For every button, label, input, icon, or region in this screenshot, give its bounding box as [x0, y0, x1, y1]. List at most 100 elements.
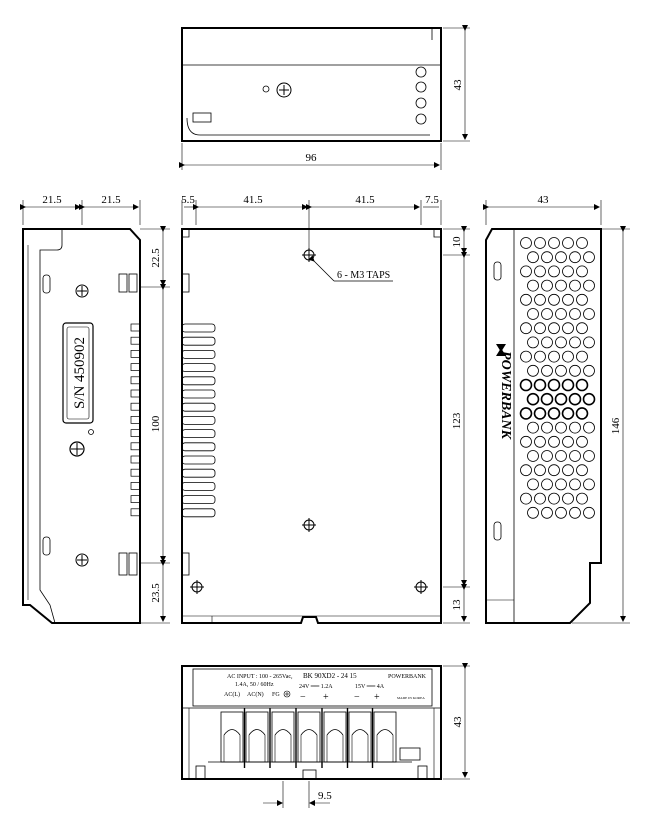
- dim-front-41-5-a: 41.5: [243, 194, 263, 206]
- vent-hole: [576, 435, 588, 448]
- vent-hole: [562, 464, 574, 477]
- vent-mark: [130, 442, 141, 451]
- vent-mark: [130, 482, 141, 490]
- vent-hole: [533, 378, 547, 392]
- vent-hole: [534, 293, 546, 306]
- vent-hole: [519, 378, 533, 392]
- vent-hole: [583, 421, 595, 434]
- vent-hole: [569, 450, 581, 462]
- vent-hole: [575, 407, 589, 420]
- vent-slot: [181, 402, 216, 412]
- terminal-view: AC INPUT : 100 - 265Vac, 1.4A, 50 / 60Hz…: [181, 665, 442, 780]
- vent-hole: [569, 364, 581, 377]
- terminal-plus-2: +: [374, 692, 380, 703]
- vent-hole: [568, 392, 582, 406]
- vent-hole: [548, 237, 560, 249]
- vent-hole: [527, 506, 539, 519]
- vent-slot: [181, 376, 216, 386]
- terminal-fg: FG: [272, 692, 280, 698]
- tap-hole-icon: [414, 580, 428, 594]
- output-15v: 15V ══ 4A: [355, 684, 385, 690]
- vent-hole: [526, 392, 540, 406]
- vent-hole: [562, 435, 574, 448]
- dim-front-10: 10: [451, 236, 463, 248]
- vent-hole: [583, 478, 595, 491]
- vent-slot: [181, 323, 216, 333]
- vent-hole: [555, 251, 567, 264]
- vent-hole: [576, 464, 588, 477]
- dim-left-b: 21.5: [101, 194, 121, 206]
- vent-hole: [583, 506, 595, 519]
- tap-hole-icon: [302, 248, 316, 262]
- vent-hole: [548, 322, 560, 335]
- vent-slot: [181, 495, 216, 505]
- dim-left-23-5: 23.5: [150, 583, 162, 603]
- vent-slot: [181, 468, 216, 478]
- vent-hole: [583, 364, 595, 377]
- vent-hole: [562, 350, 574, 363]
- vent-hole: [520, 237, 532, 249]
- tap-hole-icon: [190, 580, 204, 594]
- vent-slot: [181, 336, 216, 346]
- horizontal-dimensions: 21.5 21.5 5.5 41.5 41.5 7.5 43: [20, 194, 602, 250]
- vent-hole: [541, 478, 553, 491]
- vent-hole: [562, 237, 574, 249]
- vent-hole: [541, 251, 553, 264]
- right-vent-holes: [519, 237, 596, 519]
- vent-hole: [576, 293, 588, 306]
- vent-hole: [569, 279, 581, 292]
- vent-hole: [548, 350, 560, 363]
- screw-icon: [75, 553, 89, 567]
- tap-hole-icon: [302, 518, 316, 532]
- vent-hole: [576, 237, 588, 249]
- dim-right-146: 146: [610, 417, 622, 434]
- vent-hole: [583, 308, 595, 320]
- vent-hole: [527, 478, 539, 491]
- vent-hole: [527, 421, 539, 434]
- vent-hole: [527, 279, 539, 292]
- vent-hole: [540, 392, 554, 406]
- vent-hole: [582, 392, 596, 406]
- vent-hole: [520, 265, 532, 278]
- vent-hole: [576, 350, 588, 363]
- right-vertical-dimensions: 146: [572, 226, 630, 624]
- vent-hole: [541, 506, 553, 519]
- vent-hole: [562, 492, 574, 505]
- dim-bottom-9-5: 9.5: [318, 790, 332, 802]
- vent-mark: [130, 429, 141, 437]
- vent-hole: [555, 279, 567, 292]
- vent-hole: [541, 450, 553, 462]
- vent-hole: [562, 265, 574, 278]
- vent-hole: [520, 350, 532, 363]
- vent-hole: [519, 407, 533, 420]
- vent-hole: [555, 450, 567, 462]
- top-view: [181, 27, 442, 142]
- vent-hole: [541, 421, 553, 434]
- vent-hole: [548, 435, 560, 448]
- vent-hole: [541, 279, 553, 292]
- vent-mark: [130, 350, 141, 358]
- brand-small: POWERBANK: [388, 674, 427, 680]
- dim-front-41-5-b: 41.5: [355, 194, 375, 206]
- terminal-minus-2: −: [354, 692, 360, 703]
- dim-front-5-5: 5.5: [181, 194, 195, 206]
- vent-mark: [130, 336, 141, 345]
- front-vertical-dimensions: 10 123 13: [443, 226, 470, 624]
- vent-mark: [130, 363, 141, 371]
- vent-slot: [181, 481, 216, 491]
- vent-hole: [534, 435, 546, 448]
- screw-icon: [75, 284, 89, 298]
- left-side-view: S/N 450902: [22, 228, 141, 624]
- vent-hole: [548, 492, 560, 505]
- top-dimensions: 43 96: [179, 25, 470, 170]
- output-24v: 24V ══ 1.2A: [299, 684, 333, 690]
- vent-hole: [555, 421, 567, 434]
- ac-input-line2: 1.4A, 50 / 60Hz: [235, 682, 274, 688]
- vent-hole: [541, 308, 553, 320]
- vent-mark: [130, 389, 141, 398]
- vent-hole: [534, 350, 546, 363]
- vent-slot: [181, 455, 216, 465]
- vent-hole: [583, 251, 595, 264]
- vent-hole: [527, 364, 539, 377]
- right-side-view: POWERBANK: [485, 228, 602, 624]
